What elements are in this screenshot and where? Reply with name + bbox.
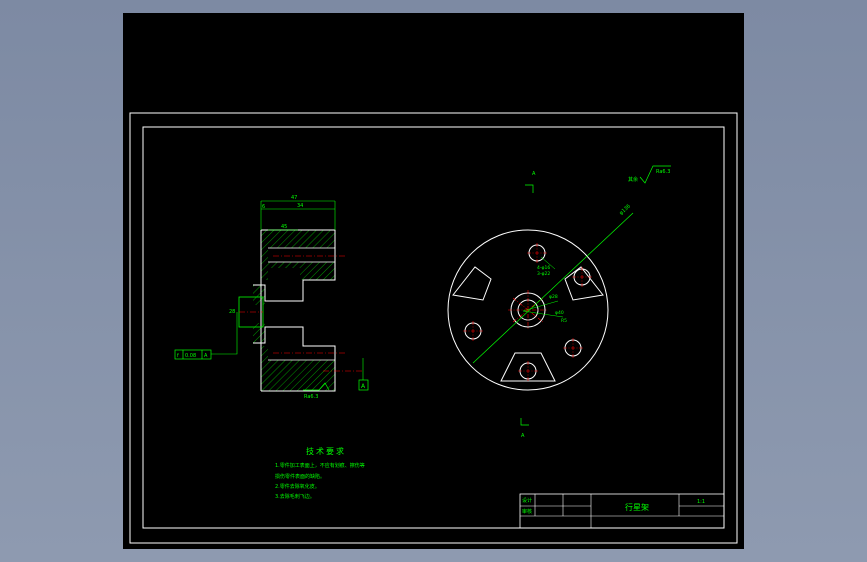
roughness-other-symbol: [639, 165, 671, 184]
tech-req-line-1: 1.零件加工表面上，不应有划痕、擦伤等: [275, 462, 365, 469]
dim-45: 45: [281, 224, 287, 230]
tol-value: 0.08: [185, 353, 196, 359]
tech-req-line-2: 损伤零件表面的缺陷。: [275, 473, 325, 480]
datum-letter: A: [361, 383, 366, 390]
section-outline-bottom: [253, 326, 336, 392]
title-part-name: 行星架: [625, 502, 649, 512]
hatch-hub-bottom: [253, 323, 265, 343]
dim-6: 6: [262, 204, 265, 210]
title-block: 设计 审核 行星架 1:1: [519, 493, 725, 529]
circular-view: φ136 4-φ16 3-φ22 φ28 φ40 R5 A A 其余 Ra6.3: [447, 165, 671, 439]
outer-frame: [129, 112, 738, 544]
section-outline-top: [253, 229, 336, 302]
tech-req-line-3: 2.零件去除氧化皮。: [275, 483, 320, 490]
hole-label-3: 3-φ22: [537, 271, 550, 277]
inner-frame: [142, 126, 725, 529]
roughness-symbol: [303, 382, 330, 391]
slot-right: [564, 266, 604, 301]
void-upper: [268, 248, 335, 262]
section-mark-top: A: [532, 171, 536, 177]
tech-req-line-4: 3.去除毛刺飞边。: [275, 493, 315, 500]
roughness-other-label: 其余: [628, 176, 638, 183]
roughness-other-value: Ra6.3: [656, 169, 670, 175]
hole-label-4: 4-φ16: [537, 265, 550, 271]
tech-req-title: 技术要求: [306, 446, 346, 456]
outer-circle: [447, 229, 609, 391]
bore-dim-40: φ40: [555, 310, 564, 316]
title-scale: 1:1: [697, 499, 705, 505]
diameter-leader: [472, 212, 634, 364]
bore-dim-r5: R5: [561, 318, 567, 324]
slot-left: [452, 266, 492, 301]
cad-viewport[interactable]: 6 47 34 45 28 Ra6.3 A f 0.08 A: [123, 13, 744, 549]
title-row-label-1: 设计: [522, 497, 532, 504]
void-upper-2: [268, 268, 300, 280]
technical-requirements: 技术要求 1.零件加工表面上，不应有划痕、擦伤等 损伤零件表面的缺陷。 2.零件…: [275, 446, 365, 500]
dim-34: 34: [297, 203, 303, 209]
dim-28: 28: [229, 309, 235, 315]
section-view: 6 47 34 45 28 Ra6.3 A f 0.08 A: [174, 195, 369, 400]
roughness-label: Ra6.3: [304, 394, 318, 400]
tol-symbol: f: [177, 353, 179, 359]
title-row-label-2: 审核: [522, 508, 532, 515]
bore-dim-28: φ28: [549, 294, 558, 300]
dim-47: 47: [291, 195, 297, 201]
void-lower: [268, 346, 335, 360]
diameter-main-label: φ136: [618, 203, 632, 216]
datum-box: [358, 379, 369, 391]
section-mark-bottom: A: [521, 433, 525, 439]
hatch-hub-top: [253, 285, 265, 305]
tolerance-frame: [174, 349, 212, 360]
cad-drawing: 6 47 34 45 28 Ra6.3 A f 0.08 A: [129, 112, 738, 544]
tol-datum: A: [204, 353, 208, 359]
